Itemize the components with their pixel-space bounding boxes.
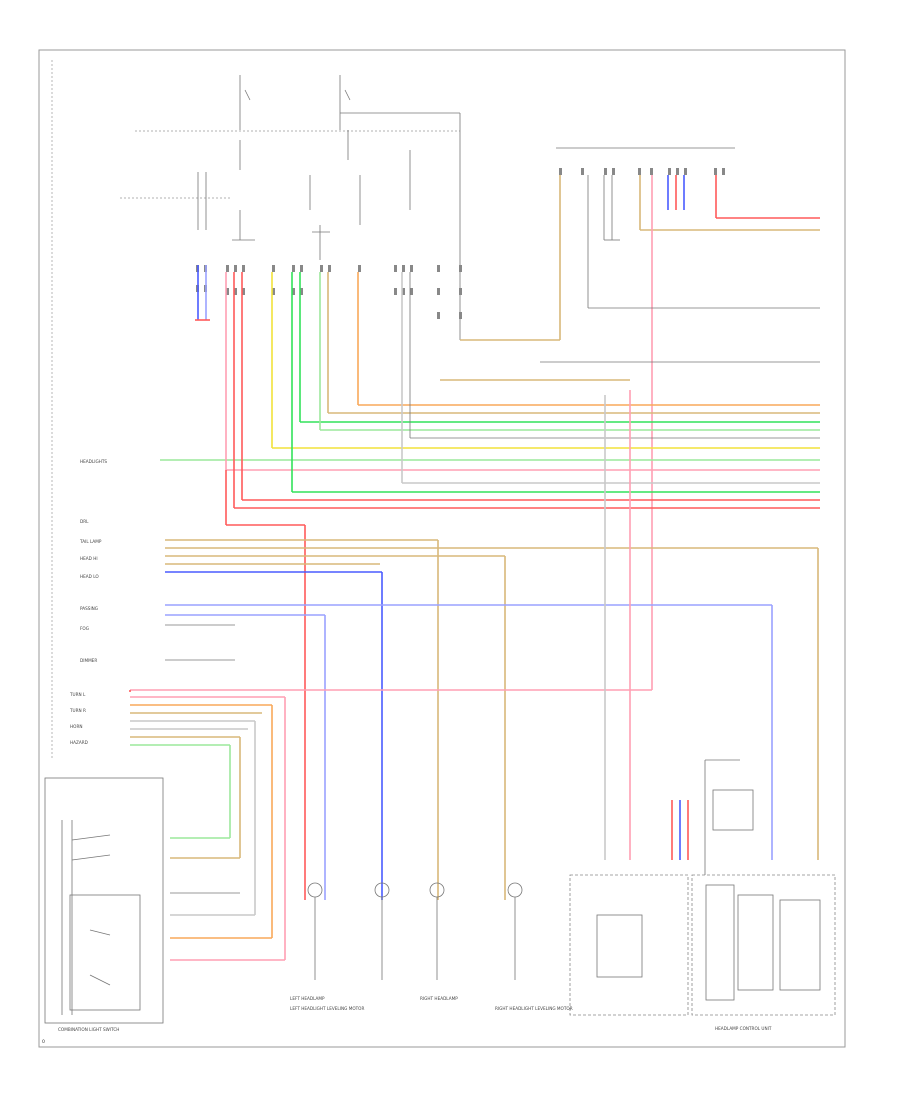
label-bottom-2: RIGHT HEADLAMP: [420, 996, 458, 1001]
connector-pins-row: [196, 168, 725, 319]
label-left-2: DRL: [80, 519, 89, 524]
footer-label: 0: [42, 1039, 45, 1045]
bottom-components: [307, 759, 836, 1016]
label-left-12: HAZARD: [70, 740, 88, 745]
label-bottom-1: LEFT HEADLAMP: [290, 996, 325, 1001]
label-left-10: TURN R: [69, 708, 86, 713]
label-bottom-4: RIGHT HEADLIGHT LEVELING MOTOR: [495, 1006, 573, 1011]
label-left-4: HEAD HI: [80, 556, 98, 561]
diagram-frame: [38, 49, 846, 1048]
label-left-9: TURN L: [69, 692, 86, 697]
combination-switch: [44, 777, 164, 1024]
label-left-3: TAIL LAMP: [79, 539, 102, 544]
label-left-8: DIMMER: [80, 658, 97, 663]
label-left-11: HORN: [70, 724, 83, 729]
label-left-7: FOG: [80, 626, 89, 631]
label-left-1: HEADLIGHTS: [80, 459, 107, 464]
label-bottom-3: LEFT HEADLIGHT LEVELING MOTOR: [290, 1006, 364, 1011]
label-left-5: HEAD LO: [80, 574, 99, 579]
lamp-wires: [129, 379, 819, 900]
label-bottom-5: HEADLAMP CONTROL UNIT: [715, 1026, 772, 1031]
right-top-harness: [460, 175, 820, 690]
top-fuse-group: [197, 75, 461, 340]
left-top-harness: [195, 265, 210, 321]
label-left-6: PASSING: [80, 606, 98, 611]
switch-wires: [130, 696, 286, 961]
label-bottom-6: COMBINATION LIGHT SWITCH: [58, 1027, 119, 1032]
main-harness: [160, 272, 820, 900]
